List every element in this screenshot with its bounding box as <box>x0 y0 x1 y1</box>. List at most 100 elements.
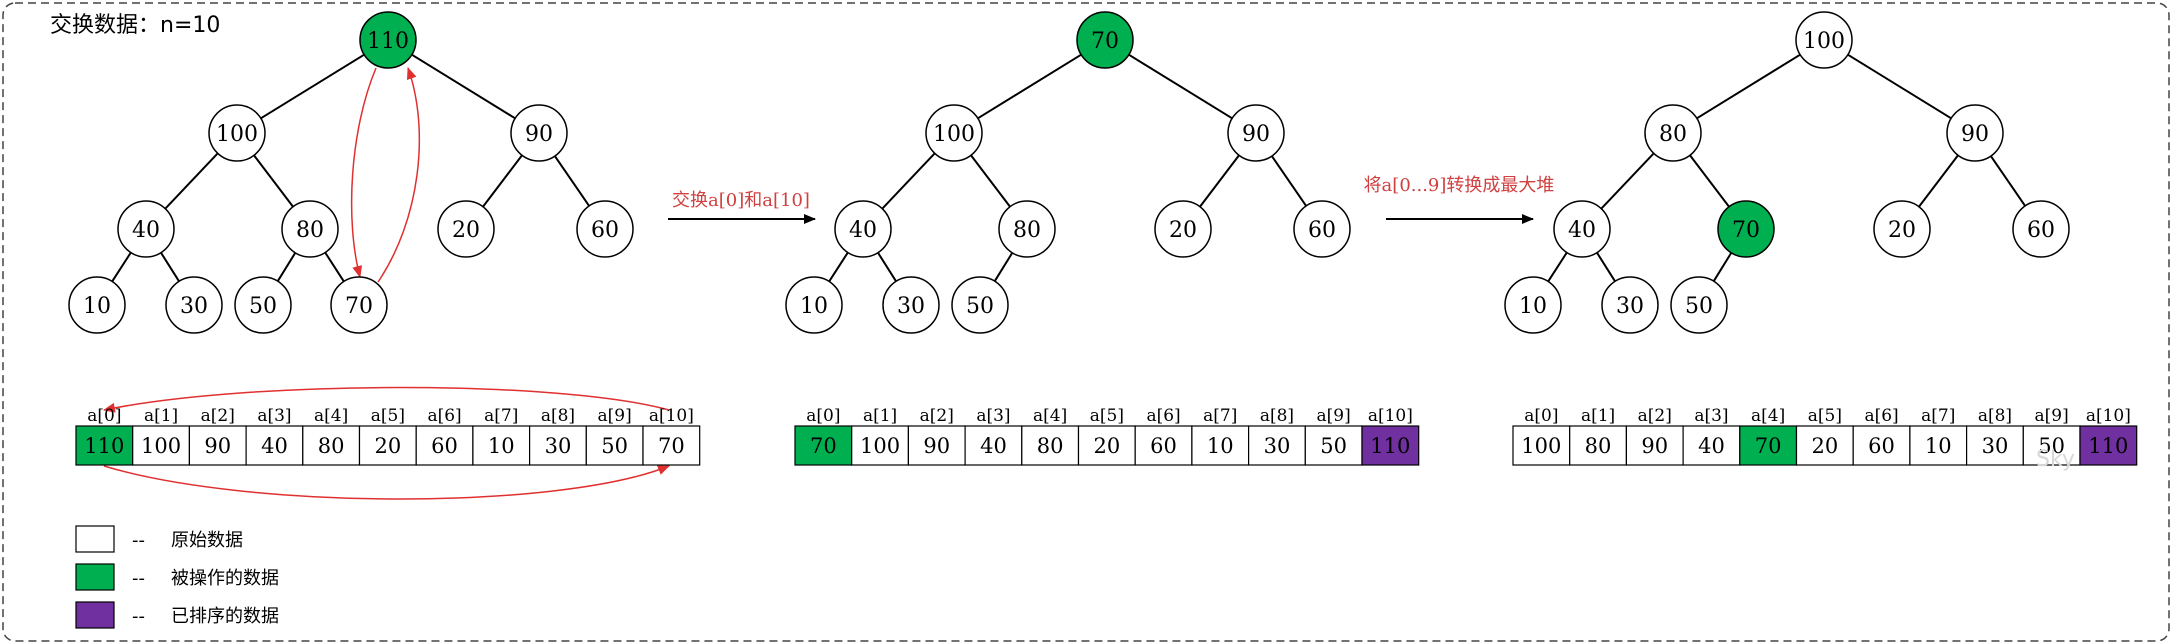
tree-node-label: 60 <box>1308 218 1336 243</box>
array-index-label: a[3] <box>257 406 291 426</box>
array-cell-original <box>245 425 304 466</box>
tree-edge <box>1547 251 1568 283</box>
legend-label: 已排序的数据 <box>171 606 279 627</box>
array-cell-value: 20 <box>374 434 401 458</box>
legend-dash: -- <box>132 606 145 627</box>
tree-node-label: 90 <box>1242 122 1270 147</box>
array-cell-sorted <box>1361 425 1420 466</box>
array-cell-value: 60 <box>1150 434 1177 458</box>
array-cell-original <box>1625 425 1684 466</box>
legend-dash: -- <box>132 530 145 551</box>
array-cell-original <box>1304 425 1363 466</box>
array-cell-original <box>1795 425 1854 466</box>
tree-node <box>951 276 1009 334</box>
tree-edge <box>1128 53 1233 120</box>
tree-node <box>281 200 339 258</box>
array-cell-original <box>1909 425 1968 466</box>
tree-edge <box>881 152 936 210</box>
tree-node <box>925 104 983 162</box>
tree-edge <box>828 251 849 283</box>
tree-edge <box>111 251 132 283</box>
array-cell-original <box>642 425 701 466</box>
tree-edge <box>482 154 523 208</box>
swap-arrow-down <box>350 67 377 278</box>
array-index-label: a[1] <box>144 406 178 426</box>
tree-node-label: 70 <box>1091 29 1119 54</box>
array-index-label: a[0] <box>1524 406 1558 426</box>
tree-node <box>165 276 223 334</box>
array-cell-value: 90 <box>923 434 950 458</box>
tree-node <box>1946 104 2004 162</box>
array-cell-original <box>1852 425 1911 466</box>
array-cell-value: 40 <box>980 434 1007 458</box>
tree-edge <box>160 252 180 282</box>
array-cell-value: 70 <box>810 434 837 458</box>
array-cell-value: 90 <box>1641 434 1668 458</box>
array-cell-value: 40 <box>1698 434 1725 458</box>
tree-node-highlighted <box>1717 200 1775 258</box>
tree-edge <box>1596 252 1616 282</box>
array-index-label: a[8] <box>541 406 575 426</box>
legend: --原始数据--被操作的数据--已排序的数据 <box>75 525 279 629</box>
tree-node <box>1504 276 1562 334</box>
array-cell-original <box>528 425 587 466</box>
tree-node-label: 10 <box>1519 294 1547 319</box>
array-index-label: a[0] <box>806 406 840 426</box>
array-index-label: a[3] <box>1694 406 1728 426</box>
tree-edge <box>877 252 897 282</box>
array-cell-value: 60 <box>431 434 458 458</box>
tree-node-label: 100 <box>933 122 975 147</box>
array-index-label: a[6] <box>427 406 461 426</box>
tree-node <box>882 276 940 334</box>
tree-node-label: 50 <box>249 294 277 319</box>
array-cell-original <box>302 425 361 466</box>
array-index-label: a[10] <box>649 406 694 426</box>
legend-label: 被操作的数据 <box>171 568 279 589</box>
array-cell-original <box>1682 425 1741 466</box>
tree-edge <box>260 53 365 120</box>
array-index-label: a[5] <box>1808 406 1842 426</box>
array-cell-original <box>415 425 474 466</box>
tree-node <box>1553 200 1611 258</box>
tree-node-label: 30 <box>1616 294 1644 319</box>
array-cell-original <box>472 425 531 466</box>
legend-dash: -- <box>132 568 145 589</box>
array-index-label: a[4] <box>1751 406 1785 426</box>
array-cell-value: 30 <box>545 434 572 458</box>
tree-node-label: 20 <box>1888 218 1916 243</box>
array-before-swap: 110a[0]100a[1]90a[2]40a[3]80a[4]20a[5]60… <box>75 406 701 466</box>
array-index-label: a[9] <box>1317 406 1351 426</box>
array-cell-sorted <box>2079 425 2138 466</box>
array-index-label: a[2] <box>1638 406 1672 426</box>
tree-node-label: 70 <box>1732 218 1760 243</box>
array-index-label: a[1] <box>1581 406 1615 426</box>
array-cell-original <box>1965 425 2024 466</box>
tree-edge <box>970 154 1011 208</box>
array-cell-original <box>1247 425 1306 466</box>
tree-edge <box>1918 154 1959 208</box>
tree-edge <box>1271 155 1307 207</box>
array-cell-operated <box>1739 425 1798 466</box>
tree-node <box>834 200 892 258</box>
diagram-title: 交换数据：n=10 <box>50 13 220 38</box>
array-swap-arrow-bottom <box>103 465 670 500</box>
tree-node <box>576 200 634 258</box>
array-cell-original <box>1134 425 1193 466</box>
array-index-label: a[6] <box>1864 406 1898 426</box>
tree-node-label: 80 <box>296 218 324 243</box>
tree-node-label: 40 <box>849 218 877 243</box>
array-cell-value: 110 <box>1370 434 1410 458</box>
array-index-label: a[10] <box>2086 406 2131 426</box>
tree-node <box>68 276 126 334</box>
tree-edge <box>554 155 590 207</box>
tree-node <box>1795 11 1853 69</box>
tree-node <box>1227 104 1285 162</box>
legend-swatch-sorted <box>75 601 115 629</box>
step-label-2: 将a[0...9]转换成最大堆 <box>1364 175 1555 196</box>
array-index-label: a[7] <box>1203 406 1237 426</box>
tree-node-highlighted <box>1076 11 1134 69</box>
array-index-label: a[3] <box>976 406 1010 426</box>
array-index-label: a[6] <box>1146 406 1180 426</box>
tree-node <box>234 276 292 334</box>
